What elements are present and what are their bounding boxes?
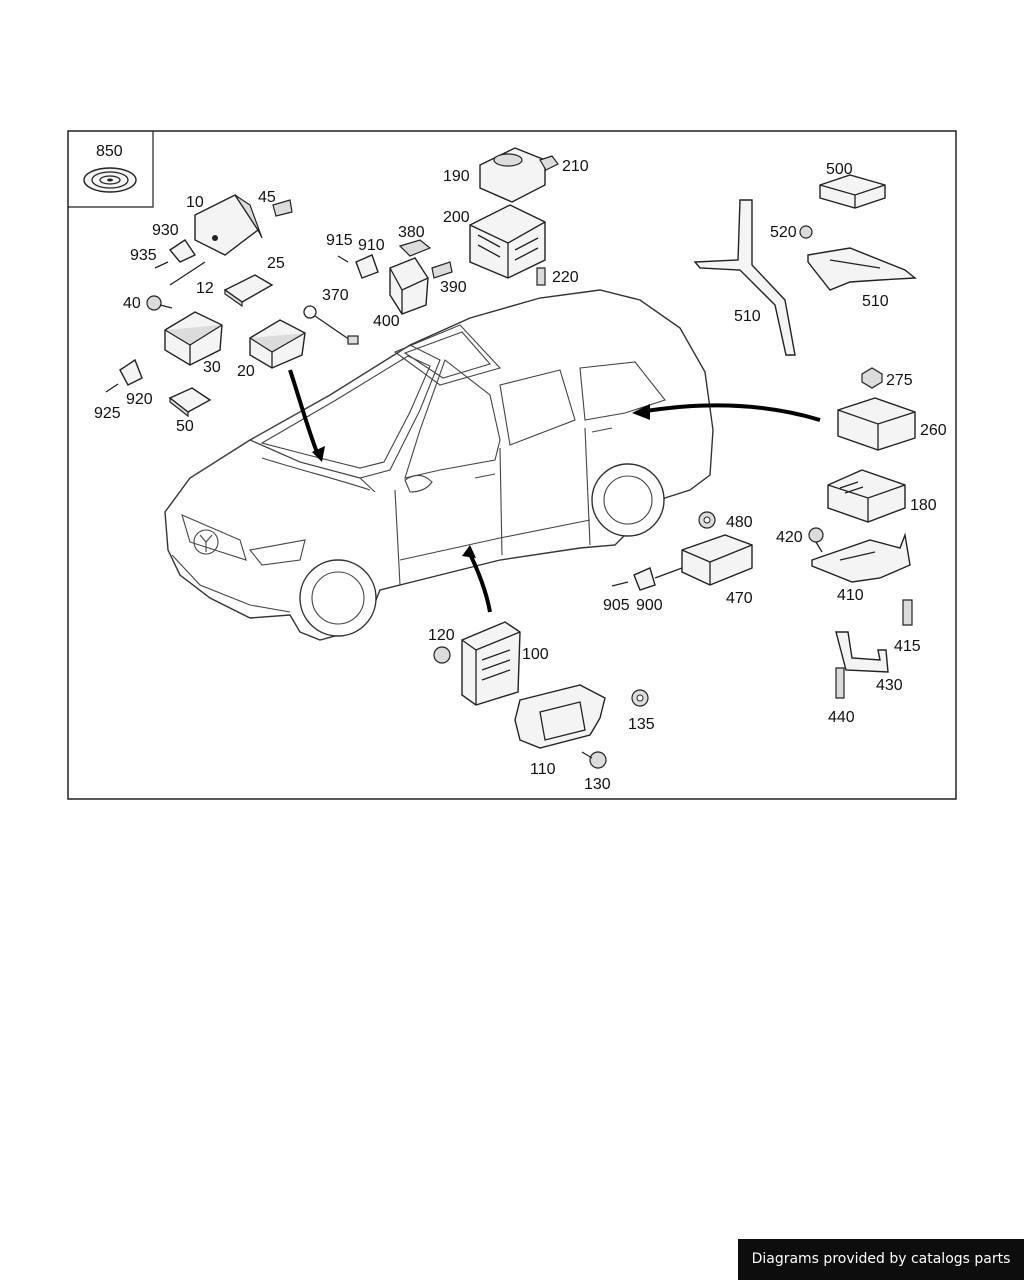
callout-180: 180 [910,497,937,514]
nut-480 [698,511,716,529]
callout-910: 910 [358,237,385,254]
callout-20: 20 [237,363,255,380]
part-50 [168,387,212,418]
screw-390 [431,261,453,279]
callout-905: 905 [603,597,630,614]
nut-135 [631,689,649,707]
callout-135: 135 [628,716,655,733]
callout-30: 30 [203,359,221,376]
diagram-frame [67,130,957,800]
bracket-110 [514,684,606,749]
screw-220 [536,267,546,286]
module-100 [461,621,521,706]
arrowhead-260 [632,404,650,420]
callout-10: 10 [186,194,204,211]
screw-45 [272,199,293,217]
callout-400: 400 [373,313,400,330]
screw-40 [146,295,173,311]
callout-45: 45 [258,189,276,206]
callout-25: 25 [267,255,285,272]
callout-440: 440 [828,709,855,726]
callout-370: 370 [322,287,349,304]
part-900 [633,567,683,591]
callout-210: 210 [562,158,589,175]
arrowhead-20 [312,446,325,462]
callout-510-left: 510 [734,308,761,325]
part-25 [223,274,274,308]
module-180 [827,469,906,523]
callout-850: 850 [96,143,123,160]
cd-inset-frame [68,131,154,208]
callout-100: 100 [522,646,549,663]
callout-410: 410 [837,587,864,604]
callout-260: 260 [920,422,947,439]
pointer-arrow-260 [639,403,821,422]
callout-390: 390 [440,279,467,296]
callout-190: 190 [443,168,470,185]
part-370 [303,305,359,345]
screw-130 [581,751,607,769]
callout-12: 12 [196,280,214,297]
callout-480: 480 [726,514,753,531]
nut-420 [808,527,824,553]
bracket-430 [835,631,889,673]
module-20 [249,319,306,369]
callout-50: 50 [176,418,194,435]
module-500 [819,174,886,209]
nut-275 [861,367,883,389]
module-260 [837,397,916,451]
part-930 [168,239,197,263]
callout-130: 130 [584,776,611,793]
part-380 [398,239,432,257]
nut-520 [799,225,813,239]
callout-915: 915 [326,232,353,249]
screw-440 [835,667,845,699]
callout-40: 40 [123,295,141,312]
module-30 [164,311,223,366]
callout-500: 500 [826,161,853,178]
pointer-arrow-20 [288,369,320,456]
callout-120: 120 [428,627,455,644]
callout-380: 380 [398,224,425,241]
part-12 [169,261,206,286]
callout-470: 470 [726,590,753,607]
screw-415 [902,599,913,626]
part-910 [355,254,379,279]
callout-220: 220 [552,269,579,286]
nut-210 [539,155,559,171]
callout-415: 415 [894,638,921,655]
part-920 [119,358,143,386]
callout-420: 420 [776,529,803,546]
part-190 [479,147,546,203]
arrowhead-100 [462,545,476,558]
callout-510-right: 510 [862,293,889,310]
footer-credit: Diagrams provided by catalogs parts [738,1239,1024,1280]
disc-850 [83,167,137,193]
callout-275: 275 [886,372,913,389]
callout-110: 110 [530,761,556,778]
module-400 [389,257,429,315]
part-905 [611,581,629,587]
bracket-410 [811,532,911,583]
callout-930: 930 [152,222,179,239]
callout-200: 200 [443,209,470,226]
bracket-200 [469,204,546,279]
callout-520: 520 [770,224,797,241]
part-915 [337,255,349,263]
module-470 [681,534,753,586]
bracket-510b [807,247,917,291]
callout-430: 430 [876,677,903,694]
part-925 [105,383,119,393]
bracket-510a [693,199,796,356]
part-935 [154,261,169,269]
vehicle-outline [164,289,714,641]
part-10 [194,194,263,256]
nut-120 [433,646,451,664]
callout-925: 925 [94,405,121,422]
callout-935: 935 [130,247,157,264]
callout-900: 900 [636,597,663,614]
callout-920: 920 [126,391,153,408]
